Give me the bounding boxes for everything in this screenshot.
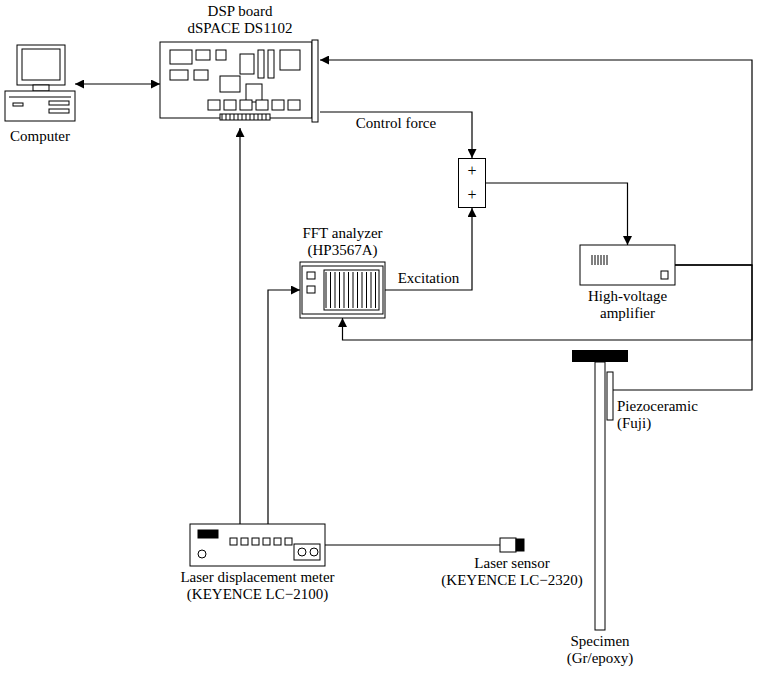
device-label: Laser displacement meter(KEYENCE LC−2100…	[180, 569, 334, 603]
dsp-board: DSP boarddSPACE DS1102	[160, 40, 320, 128]
device-label: Piezoceramic(Fuji)	[617, 398, 698, 432]
laser-sensor-icon	[500, 538, 524, 552]
piezoceramic-patch: Piezoceramic(Fuji)	[607, 372, 613, 420]
high-voltage-amplifier-icon	[580, 245, 675, 285]
device-label: Laser sensor(KEYENCE LC−2320)	[441, 555, 582, 589]
device-name: Piezoceramic	[617, 398, 698, 415]
computer-icon-icon	[5, 45, 75, 125]
specimen-beam: Specimen(Gr/epoxy)	[595, 362, 605, 630]
dsp-board-icon	[160, 40, 320, 128]
device-model: (Gr/epoxy)	[567, 650, 634, 667]
signal-wire	[268, 290, 300, 524]
device-name: DSP board	[187, 3, 292, 20]
signal-wire	[239, 128, 240, 524]
signal-wire	[75, 83, 160, 84]
sign-label: +	[467, 187, 476, 203]
high-voltage-amplifier: High-voltage amplifier	[580, 245, 675, 285]
fft-analyzer: FFT analyzer(HP3567A)	[300, 262, 385, 318]
laser-displacement-meter: Laser displacement meter(KEYENCE LC−2100…	[190, 524, 325, 566]
signal-wire	[320, 112, 472, 158]
device-model: (Fuji)	[617, 415, 698, 432]
device-name: Laser sensor	[441, 555, 582, 572]
specimen-beam-icon	[595, 362, 605, 630]
signal-wire	[385, 208, 472, 290]
summing-junction: ++	[458, 158, 486, 208]
device-label: Computer	[10, 128, 70, 145]
device-name: Specimen	[567, 633, 634, 650]
computer-icon: Computer	[5, 45, 75, 125]
device-model: (KEYENCE LC−2100)	[180, 586, 334, 603]
specimen-clamp	[572, 350, 628, 362]
laser-displacement-meter-icon	[190, 524, 325, 566]
device-model: dSPACE DS1102	[187, 20, 292, 37]
device-label: High-voltage amplifier	[578, 288, 678, 322]
signal-wire	[343, 265, 753, 340]
device-model: (HP3567A)	[302, 242, 382, 259]
fft-analyzer-icon	[300, 262, 385, 318]
device-name: Computer	[10, 128, 70, 145]
device-label: Specimen(Gr/epoxy)	[567, 633, 634, 667]
device-name: Laser displacement meter	[180, 569, 334, 586]
sign-label: +	[467, 163, 476, 179]
device-label: FFT analyzer(HP3567A)	[302, 225, 382, 259]
signal-wire	[320, 60, 752, 265]
device-name: High-voltage amplifier	[578, 288, 678, 322]
signal-wire	[325, 544, 500, 545]
signal-wire	[486, 183, 628, 245]
device-model: (KEYENCE LC−2320)	[441, 572, 582, 589]
signal-label: Control force	[355, 115, 437, 132]
piezoceramic-patch-icon	[607, 372, 613, 420]
signal-label: Excitation	[397, 270, 461, 287]
device-label: DSP boarddSPACE DS1102	[187, 3, 292, 37]
device-name: FFT analyzer	[302, 225, 382, 242]
laser-sensor: Laser sensor(KEYENCE LC−2320)	[500, 538, 524, 552]
